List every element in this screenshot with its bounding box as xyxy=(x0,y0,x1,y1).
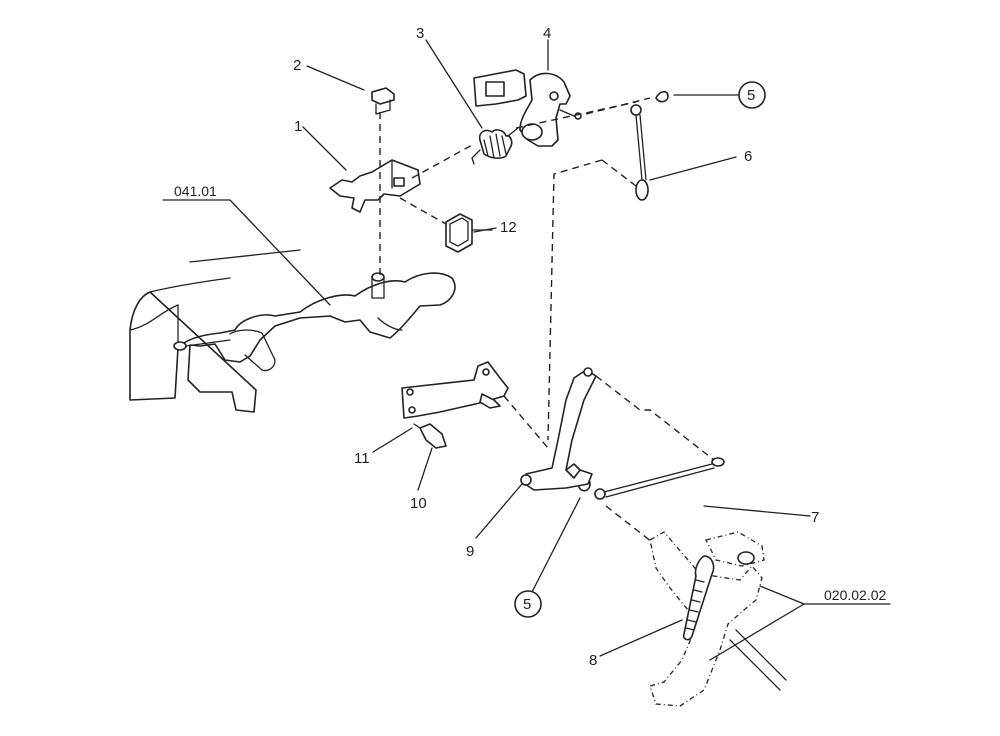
callout-9: 9 xyxy=(466,543,474,560)
rod-part-7 xyxy=(594,457,725,500)
callout-circle-5-upper xyxy=(738,81,766,109)
callout-11: 11 xyxy=(354,450,370,467)
callout-circle-5-lower xyxy=(514,590,542,618)
callout-3: 3 xyxy=(416,25,424,42)
callout-4: 4 xyxy=(543,25,551,42)
callout-2: 2 xyxy=(293,57,301,74)
bolt-part-10 xyxy=(413,423,447,449)
bolt-part-2 xyxy=(371,87,395,115)
callout-1: 1 xyxy=(294,118,302,135)
engine-block xyxy=(129,249,456,413)
callout-5-upper: 5 xyxy=(747,87,755,104)
assembly-dash-lines xyxy=(379,97,715,543)
callout-10: 10 xyxy=(410,495,427,512)
reference-020-02-02: 020.02.02 xyxy=(824,587,886,603)
clip-part-5-upper xyxy=(655,90,669,103)
callout-7: 7 xyxy=(811,509,819,526)
pedal-assembly-ghost xyxy=(649,531,787,707)
pedal-lever xyxy=(520,367,597,491)
rubber-block-part-12 xyxy=(445,213,493,253)
leader-lines xyxy=(162,39,891,661)
rod-part-6 xyxy=(630,104,649,201)
callout-8: 8 xyxy=(589,652,597,669)
pedal-mechanism-part-4 xyxy=(473,69,582,147)
reference-041-01: 041.01 xyxy=(174,183,217,199)
lower-bracket-part-11 xyxy=(401,361,509,419)
callout-5-lower: 5 xyxy=(523,596,531,613)
callout-12: 12 xyxy=(500,219,517,236)
callout-6: 6 xyxy=(744,148,752,165)
spring-part-3 xyxy=(471,127,519,165)
bracket-part-1 xyxy=(329,159,421,213)
